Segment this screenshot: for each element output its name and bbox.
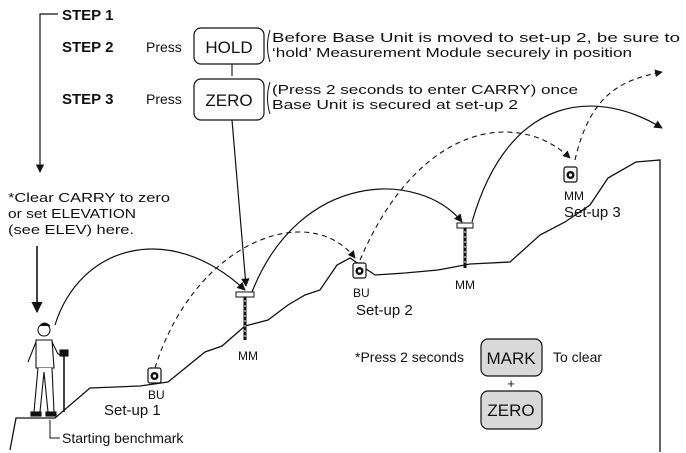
step2-note-line1: Before Base Unit is moved to set-up 2, b…	[272, 30, 680, 45]
step2-label: STEP 2	[62, 39, 113, 56]
step3-note-line2: Base Unit is secured at set-up 2	[272, 97, 518, 112]
step2-note-line2: ‘hold’ Measurement Module securely in po…	[272, 45, 632, 60]
clear-note-line1: *Clear CARRY to zero	[8, 190, 170, 205]
zero-arrow	[231, 119, 250, 287]
press-2-seconds-note: *Press 2 seconds	[355, 349, 464, 365]
zero-button[interactable]: ZERO	[193, 78, 265, 121]
hold-button[interactable]: HOLD	[193, 27, 265, 65]
step3-label: STEP 3	[62, 91, 113, 108]
arc-surveyor-to-mm1	[54, 248, 246, 326]
surveyor-figure-icon	[27, 322, 69, 417]
arc-mm1-to-mm2	[251, 188, 463, 293]
benchmark-label: Starting benchmark	[62, 430, 184, 446]
note-bracket-2	[267, 81, 271, 115]
to-clear-note: To clear	[553, 349, 602, 365]
clear-note-line3: (see ELEV) here.	[8, 222, 134, 237]
mm2-label: MM	[455, 278, 475, 292]
step3-press: Press	[146, 91, 182, 107]
step3-note-line1: (Press 2 seconds to enter CARRY) once	[272, 82, 578, 97]
note-bracket-1	[267, 29, 271, 63]
setup3-label: Set-up 3	[564, 204, 621, 221]
base-unit-icon	[563, 166, 578, 183]
step-bracket	[35, 13, 58, 173]
step2-press: Press	[146, 39, 182, 55]
mm3-label: MM	[564, 189, 584, 203]
dash-arc-bu1-to-bu2	[154, 231, 356, 369]
step1-label: STEP 1	[62, 7, 113, 24]
arc-mm2-to-right	[471, 105, 663, 223]
clear-note-line2: or set ELEVATION	[8, 206, 136, 221]
hold-button-label: HOLD	[205, 38, 252, 57]
dash-arc-bu3-to-right	[574, 69, 663, 161]
setup1-label: Set-up 1	[104, 402, 161, 419]
base-unit-icon	[352, 262, 367, 279]
measurement-module-icon	[456, 222, 474, 268]
base-unit-icon	[147, 367, 162, 384]
mark-button-label: MARK	[486, 349, 536, 368]
dash-arc-bu2-to-bu3	[359, 131, 571, 261]
bu2-label: BU	[353, 286, 370, 300]
mm1-label: MM	[238, 349, 258, 363]
measurement-module-icon	[235, 291, 255, 340]
zero-button-label: ZERO	[205, 91, 252, 110]
zero-clear-button-label: ZERO	[487, 401, 534, 420]
terrain-line	[9, 159, 661, 452]
mark-button[interactable]: MARK	[480, 338, 543, 377]
setup2-label: Set-up 2	[356, 302, 413, 319]
plus-sign: +	[507, 376, 515, 391]
zero-clear-button[interactable]: ZERO	[480, 390, 543, 430]
bu1-label: BU	[148, 388, 165, 402]
benchmark-leader	[49, 420, 60, 439]
